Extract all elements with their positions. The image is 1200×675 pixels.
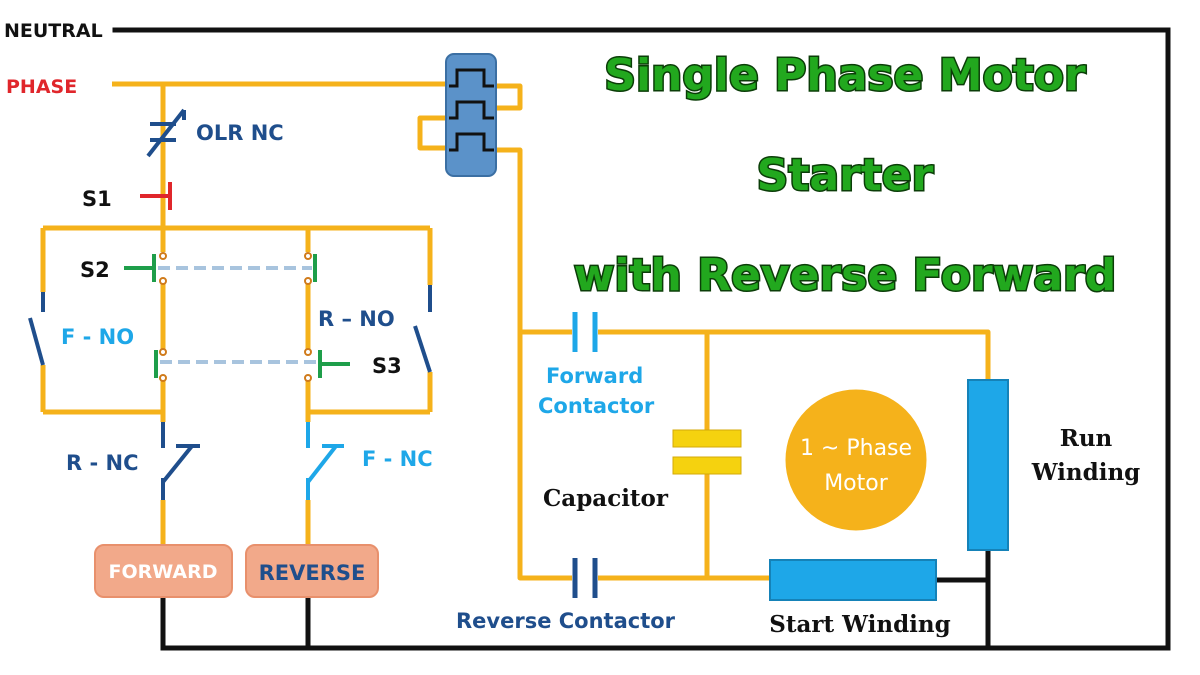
s3-terminal-1 xyxy=(159,348,167,356)
capacitor-label: Capacitor xyxy=(543,485,669,512)
overload-relay xyxy=(445,53,497,177)
motor-body xyxy=(782,386,930,534)
reverse-contactor-label: Reverse Contactor xyxy=(456,609,676,633)
s1-label: S1 xyxy=(82,187,112,211)
overload-element-1 xyxy=(449,68,494,88)
s2-terminal-2 xyxy=(159,277,167,285)
olr-label: OLR NC xyxy=(196,121,284,145)
r-no-blade xyxy=(413,325,432,373)
motor-label-2: Motor xyxy=(824,471,889,496)
run-winding xyxy=(967,379,1009,551)
r-nc-interlock xyxy=(161,422,200,500)
forward-contactor-label-1: Forward xyxy=(546,364,643,388)
motor-label-1: 1 ~ Phase xyxy=(800,436,912,461)
run-winding-label-1: Run xyxy=(1060,425,1113,452)
forward-coil-label: FORWARD xyxy=(109,561,218,583)
s3-label: S3 xyxy=(372,354,402,378)
run-winding-label-2: Winding xyxy=(1031,459,1141,486)
f-no-blade xyxy=(28,317,45,366)
f-nc-interlock xyxy=(306,422,344,500)
start-winding-label: Start Winding xyxy=(769,611,950,638)
s3-terminal-3 xyxy=(304,348,312,356)
s2-label: S2 xyxy=(80,258,110,282)
forward-contactor xyxy=(572,312,598,352)
s2-terminal-4 xyxy=(304,277,312,285)
overload-element-3 xyxy=(449,132,494,152)
capacitor-plate-bottom xyxy=(672,456,742,475)
overload-relay-body xyxy=(445,53,497,177)
s1-stop-button xyxy=(140,182,172,210)
forward-contactor-out xyxy=(598,329,991,380)
f-no-contact xyxy=(28,292,45,366)
power-feed xyxy=(495,147,572,581)
reverse-coil: REVERSE xyxy=(245,544,379,598)
reverse-coil-label: REVERSE xyxy=(259,561,366,585)
r-nc-blade xyxy=(161,444,194,484)
s2-terminal-3 xyxy=(304,252,312,260)
reverse-contactor xyxy=(572,558,598,598)
forward-coil: FORWARD xyxy=(94,544,233,598)
neutral-wires xyxy=(112,27,1171,651)
olr-contact-blade xyxy=(146,108,186,158)
s2-forward-start xyxy=(124,252,317,285)
f-nc-blade xyxy=(306,444,338,484)
r-no-label: R – NO xyxy=(318,307,395,331)
phase-label: PHASE xyxy=(6,76,77,98)
s2-terminal-1 xyxy=(159,252,167,260)
neutral-label: NEUTRAL xyxy=(4,20,103,42)
motor: 1 ~ Phase Motor xyxy=(782,386,930,534)
overload-loop-left xyxy=(417,115,447,151)
forward-coil-body xyxy=(94,544,233,598)
s3-reverse-start xyxy=(154,348,350,382)
capacitor-plate-top xyxy=(672,429,742,448)
r-nc-label: R - NC xyxy=(66,451,139,475)
olr-nc-contact xyxy=(146,108,186,158)
f-nc-label: F - NC xyxy=(362,447,433,471)
title-line-2: Starter xyxy=(757,150,934,201)
start-winding xyxy=(769,559,937,601)
reverse-coil-body xyxy=(245,544,379,598)
s3-terminal-2 xyxy=(159,374,167,382)
overload-loop-right xyxy=(495,83,523,111)
title-line-3: with Reverse Forward xyxy=(574,250,1116,301)
f-no-label: F - NO xyxy=(61,325,134,349)
live-wires xyxy=(40,81,991,581)
overload-element-2 xyxy=(449,100,494,120)
title-line-1: Single Phase Motor xyxy=(604,50,1086,101)
overload-elements xyxy=(449,68,494,152)
forward-contactor-label-2: Contactor xyxy=(538,394,655,418)
capacitor xyxy=(672,429,742,475)
diagram-title: Single Phase Motor Starter with Reverse … xyxy=(572,49,1117,303)
s3-terminal-4 xyxy=(304,374,312,382)
r-no-contact xyxy=(413,285,432,373)
